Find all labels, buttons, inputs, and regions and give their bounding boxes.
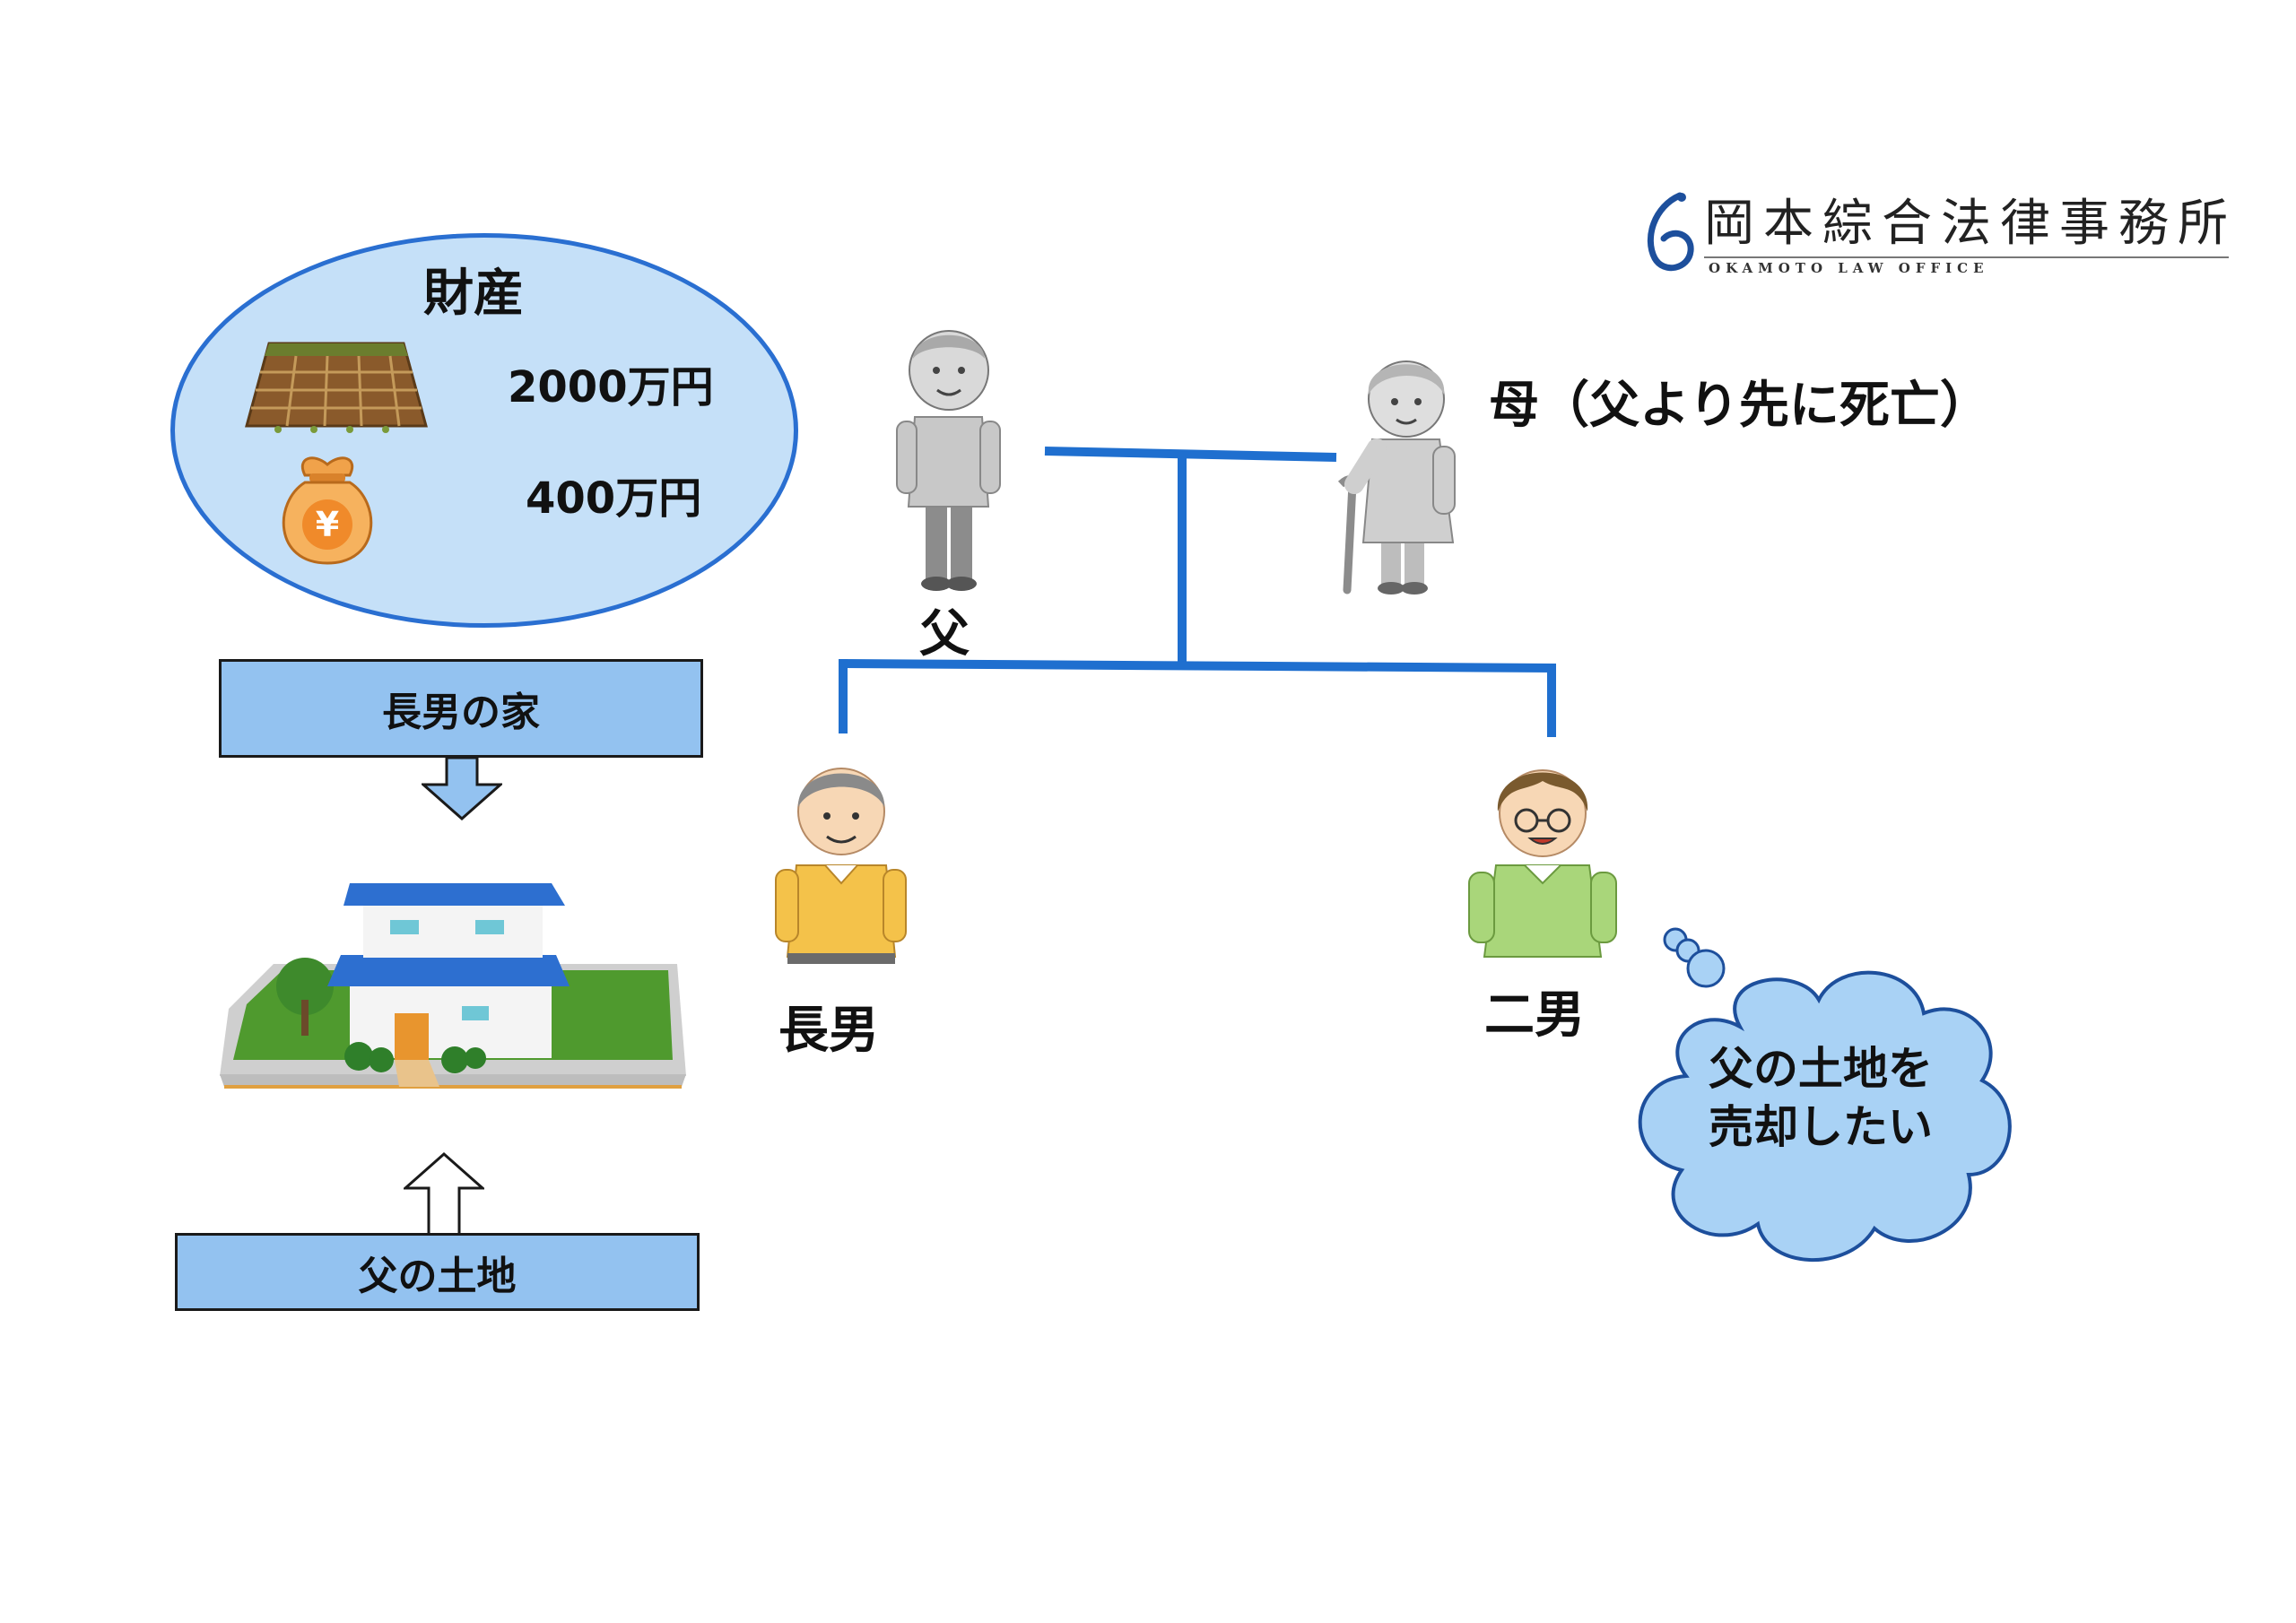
father-figure-icon bbox=[896, 330, 1001, 591]
second-son-label: 二男 bbox=[1484, 986, 1585, 1045]
thought-bubble-icon bbox=[1638, 927, 2012, 1263]
property-cash-value: 400万円 bbox=[526, 473, 702, 524]
down-arrow-icon bbox=[422, 758, 502, 820]
thought-bubble-line2: 売却したい bbox=[1709, 1101, 1933, 1153]
logo-name-ja: 岡本綜合法律事務所 bbox=[1704, 195, 2237, 253]
eldest-house-box: 長男の家 bbox=[219, 659, 703, 758]
father-land-box: 父の土地 bbox=[175, 1233, 700, 1311]
farmland-icon bbox=[245, 342, 428, 433]
mother-figure-icon bbox=[1337, 360, 1456, 595]
house-illustration bbox=[220, 883, 686, 1089]
logo-divider bbox=[1704, 256, 2229, 258]
money-bag-icon: ¥ bbox=[282, 456, 373, 565]
eldest-son-figure-icon bbox=[775, 768, 907, 964]
second-son-figure-icon bbox=[1468, 769, 1617, 958]
property-land-value: 2000万円 bbox=[508, 362, 714, 412]
mother-label: 母（父より先に死亡） bbox=[1489, 377, 1990, 435]
property-ellipse bbox=[170, 233, 798, 628]
father-label: 父 bbox=[919, 605, 970, 664]
eldest-son-label: 長男 bbox=[778, 1002, 879, 1060]
logo-name-en: OKAMOTO LAW OFFICE bbox=[1709, 260, 1989, 276]
thought-bubble-text: 父の土地を 売却したい bbox=[1686, 1040, 1955, 1157]
svg-text:¥: ¥ bbox=[316, 505, 339, 544]
property-title: 財産 bbox=[423, 265, 524, 323]
logo-mark-icon bbox=[1647, 192, 1694, 272]
thought-bubble-line1: 父の土地を bbox=[1709, 1043, 1933, 1095]
